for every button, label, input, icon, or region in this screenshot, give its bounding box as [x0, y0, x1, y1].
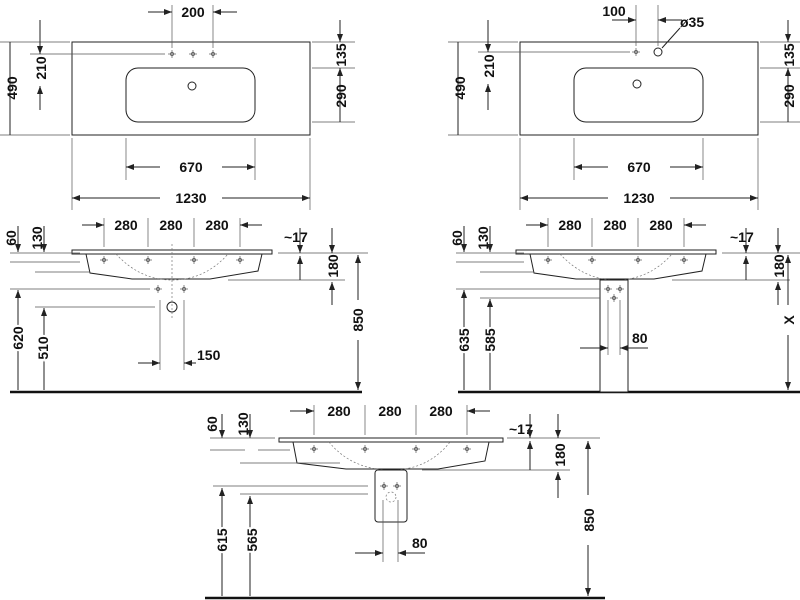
- dim-tap-to-edge: 135: [333, 43, 349, 67]
- dim-fixing-3: 280: [649, 217, 673, 233]
- side-view-pedestal: 280 280 280 60 130 635 585 80 ~17 180 X: [449, 217, 800, 394]
- dim-585: 585: [482, 328, 498, 352]
- dim-height: 850: [350, 308, 366, 332]
- basin-bowl: [125, 67, 256, 123]
- dim-fixing-3: 280: [429, 403, 453, 419]
- dim-620: 620: [10, 326, 26, 350]
- dim-130: 130: [235, 412, 251, 436]
- dim-basin-width: 670: [627, 159, 651, 175]
- dim-total-width: 1230: [623, 190, 654, 206]
- dim-fixing-1: 280: [327, 403, 351, 419]
- dim-615: 615: [214, 528, 230, 552]
- drain-outlet-icon: [166, 301, 178, 313]
- dim-basin-depth: 290: [333, 84, 349, 108]
- siphon-cover: [374, 469, 408, 523]
- dim-fixing-2: 280: [603, 217, 627, 233]
- plan-view-3-hole: 200 490 210 135 290 670 1230: [0, 4, 355, 210]
- dim-80: 80: [412, 535, 428, 551]
- dim-130: 130: [475, 226, 491, 250]
- dim-hole-diameter: ø35: [680, 14, 704, 30]
- basin-bowl: [573, 67, 704, 123]
- dim-17: ~17: [284, 229, 308, 245]
- dim-fixing-1: 280: [114, 217, 138, 233]
- dim-basin-depth: 290: [781, 84, 797, 108]
- drain-icon: [632, 79, 642, 89]
- dim-fixing-1: 280: [558, 217, 582, 233]
- basin-outline: [519, 41, 759, 136]
- dim-total-depth: 490: [4, 76, 20, 100]
- dim-depth-to-tap: 210: [33, 56, 49, 80]
- dim-depth-to-tap: 210: [481, 54, 497, 78]
- dim-total-width: 1230: [175, 190, 206, 206]
- dim-180: 180: [325, 254, 341, 278]
- dim-565: 565: [244, 528, 260, 552]
- dim-total-depth: 490: [452, 76, 468, 100]
- dim-tap-offset: 100: [602, 3, 626, 19]
- dim-fixing-3: 280: [205, 217, 229, 233]
- dim-510: 510: [35, 336, 51, 360]
- basin-outline: [71, 41, 311, 136]
- dim-height: 850: [581, 508, 597, 532]
- dim-180: 180: [552, 443, 568, 467]
- dim-60: 60: [449, 230, 465, 246]
- dim-150: 150: [197, 347, 221, 363]
- dim-basin-width: 670: [179, 159, 203, 175]
- dim-60: 60: [204, 416, 220, 432]
- tap-hole-icon: [653, 47, 663, 57]
- dim-tap-to-edge: 135: [781, 43, 797, 67]
- dim-fixing-2: 280: [378, 403, 402, 419]
- dim-17: ~17: [509, 421, 533, 437]
- dim-635: 635: [456, 328, 472, 352]
- dim-130: 130: [29, 226, 45, 250]
- dim-180: 180: [771, 254, 787, 278]
- side-view-siphon: 280 280 280 60 130 615 565 80 ~17 180 85…: [204, 403, 605, 600]
- plan-view-1-hole: 100 ø35 490 210 135 290 670 1230: [448, 3, 800, 210]
- dim-80: 80: [632, 330, 648, 346]
- dim-17: ~17: [730, 229, 754, 245]
- dim-fixing-2: 280: [159, 217, 183, 233]
- drain-icon: [187, 81, 197, 91]
- dim-tap-spacing: 200: [181, 4, 205, 20]
- side-view-wall: 280 280 280 60 130 620 510 150 ~17 180 8…: [3, 217, 368, 394]
- dim-height-x: X: [781, 315, 797, 325]
- dim-60: 60: [3, 230, 19, 246]
